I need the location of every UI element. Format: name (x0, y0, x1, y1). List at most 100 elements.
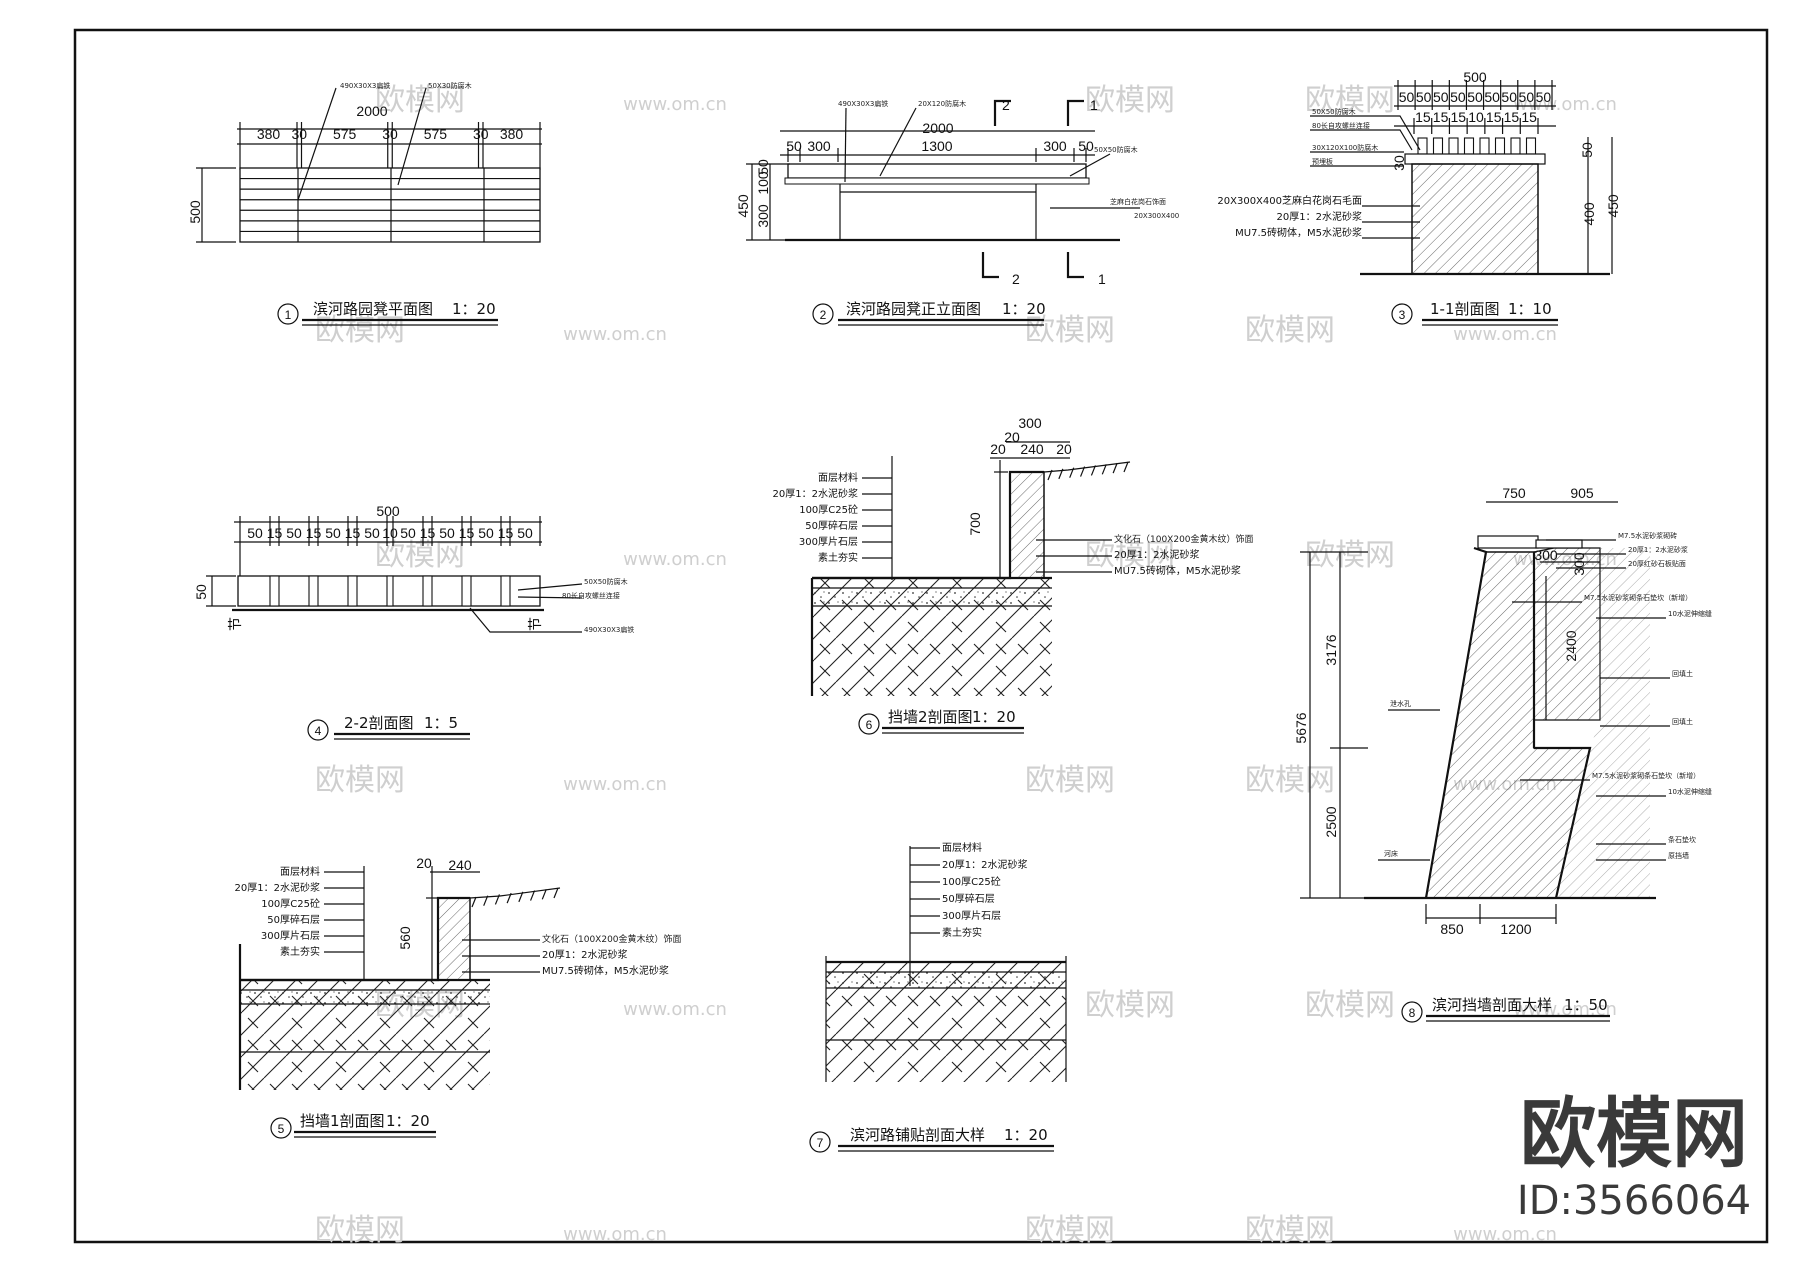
d2-mark-2a: 2 (1002, 97, 1010, 113)
d4-seg-10: 50 (439, 525, 455, 541)
d2-mark-1b: 1 (1098, 271, 1106, 287)
d3-label-4: 20X300X400芝麻白花岗石毛面 (1217, 194, 1362, 207)
d3-side-50: 50 (1579, 142, 1595, 158)
d6-wall-1: 20厚1：2水泥砂浆 (1114, 548, 1199, 561)
d8-label-7: M7.5水泥砂浆砌条石垫坎（新增） (1592, 771, 1700, 780)
d7-layer-5: 素土夯实 (942, 926, 982, 939)
watermark-3-0: 欧模网 (315, 763, 405, 798)
svg-text:8: 8 (1409, 1006, 1416, 1020)
drawing-5-caption: 5 挡墙1剖面图 1：20 (270, 1112, 436, 1139)
d4-seg-13: 15 (498, 525, 514, 541)
d4-seg-2: 50 (286, 525, 302, 541)
d1-seg-4: 575 (424, 126, 448, 142)
d8-label-bed: 河床 (1384, 849, 1398, 858)
watermark-1-4: www.om.cn (1453, 324, 1557, 345)
d7-layer-0: 面层材料 (942, 841, 982, 854)
drawing-4-caption: 4 2-2剖面图 1：5 (307, 714, 470, 741)
d2-side-2: 450 (735, 194, 751, 218)
svg-text:5: 5 (278, 1122, 285, 1136)
d5-layer-3: 50厚碎石层 (267, 913, 320, 926)
d7-layer-2: 100厚C25砼 (942, 875, 1001, 888)
d8-label-1: 20厚1：2水泥砂浆 (1628, 545, 1688, 554)
watermark-4-1: www.om.cn (623, 999, 727, 1020)
watermark-4-2: 欧模网 (1085, 988, 1175, 1023)
d8-label-9: 条石垫坎 (1668, 835, 1696, 844)
drawing-8-caption: 8 滨河挡墙剖面大样 1：50 (1401, 996, 1610, 1023)
d2-seg-0: 50 (786, 138, 802, 154)
d5-dim-20: 20 (416, 855, 432, 871)
d6-dim-side: 700 (967, 512, 983, 536)
d6-wall-0: 文化石（100X200金黄木纹）饰面 (1114, 533, 1254, 545)
watermark-3-1: www.om.cn (563, 774, 667, 795)
d7-layer-1: 20厚1：2水泥砂浆 (942, 858, 1027, 871)
d4-label-0: 50X50防腐木 (584, 577, 628, 586)
d3-seg-a-5: 50 (1484, 89, 1500, 105)
d6-dim-300: 300 (1018, 415, 1042, 431)
d2-title: 滨河路园凳正立面图 (846, 300, 981, 318)
watermark-1-2: 欧模网 (1025, 313, 1115, 348)
d2-mark-1a: 1 (1090, 97, 1098, 113)
d8-dim-1200: 1200 (1500, 921, 1531, 937)
watermark-1-3: 欧模网 (1245, 313, 1335, 348)
d5-wall-1: 20厚1：2水泥砂浆 (542, 948, 627, 961)
d5-wall-0: 文化石（100X200金黄木纹）饰面 (542, 933, 682, 945)
d3-side-30: 30 (1391, 155, 1407, 171)
watermark-4-3: 欧模网 (1305, 988, 1395, 1023)
d4-seg-3: 15 (306, 525, 322, 541)
drawing-6-wall-2-section: 300 20 20 240 20 700 面层材料20厚1：2水泥砂浆100厚C… (773, 415, 1254, 696)
d2-side-3: 300 (755, 204, 771, 228)
watermark-brand: 欧模网 (1520, 1089, 1748, 1178)
sheet-border (73, 28, 1769, 1244)
d3-seg-b-1: 15 (1433, 109, 1449, 125)
d8-label-0: M7.5水泥砂浆砌砖 (1618, 531, 1677, 540)
d8-dim-750: 750 (1502, 485, 1526, 501)
d4-seg-12: 50 (478, 525, 494, 541)
d2-dim-total: 2000 (922, 120, 953, 136)
d4-seg-14: 50 (517, 525, 533, 541)
d6-layer-3: 50厚碎石层 (805, 519, 858, 532)
d3-label-5: 20厚1：2水泥砂浆 (1277, 210, 1362, 223)
d4-title: 2-2剖面图 (344, 714, 414, 732)
d4-dim-side: 50 (193, 584, 209, 600)
d2-scale: 1：20 (1002, 300, 1046, 318)
d6-dim-20a: 20 (1004, 429, 1020, 445)
d3-title: 1-1剖面图 (1430, 300, 1500, 318)
d3-seg-a-6: 50 (1501, 89, 1517, 105)
svg-text:4: 4 (315, 724, 322, 738)
d5-scale: 1：20 (386, 1112, 430, 1130)
d4-scale: 1：5 (424, 714, 458, 732)
d3-seg-a-1: 50 (1416, 89, 1432, 105)
drawing-1-caption: 1 滨河路园凳平面图 1：20 (277, 300, 498, 326)
d1-label-1: 50X30防腐木 (428, 81, 472, 90)
d7-layer-4: 300厚片石层 (942, 909, 1001, 922)
d4-seg-5: 15 (345, 525, 361, 541)
d8-label-5: 回填土 (1672, 669, 1693, 678)
d8-dim-2400: 2400 (1563, 630, 1579, 661)
drawing-7-caption: 7 滨河路铺贴剖面大样 1：20 (809, 1126, 1054, 1153)
d1-seg-1: 30 (291, 126, 307, 142)
d1-seg-6: 380 (500, 126, 524, 142)
watermark-2-0: 欧模网 (375, 538, 465, 573)
d6-title: 挡墙2剖面图 (888, 708, 973, 726)
d8-label-8: 10水泥伸缩缝 (1668, 787, 1712, 796)
d3-seg-a-4: 50 (1467, 89, 1483, 105)
d4-seg-11: 15 (459, 525, 475, 541)
watermark-5-3: 欧模网 (1245, 1213, 1335, 1248)
d2-label-2: 50X50防腐木 (1094, 145, 1138, 154)
d5-wall-2: MU7.5砖砌体，M5水泥砂浆 (542, 964, 669, 977)
d6-dim-20c: 20 (1056, 441, 1072, 457)
d1-seg-3: 30 (382, 126, 398, 142)
d6-layer-1: 20厚1：2水泥砂浆 (773, 487, 858, 500)
d3-side-450: 450 (1605, 194, 1621, 218)
d8-dim-300a: 300 (1534, 547, 1558, 563)
watermark-5-4: www.om.cn (1453, 1224, 1557, 1245)
drawing-5-wall-1-section: 20 240 560 面层材料20厚1：2水泥砂浆100厚C25砼50厚碎石层3… (235, 855, 682, 1090)
drawing-3-caption: 3 1-1剖面图 1：10 (1391, 300, 1558, 326)
d4-seg-0: 50 (247, 525, 263, 541)
d8-dim-850: 850 (1440, 921, 1464, 937)
d3-seg-a-8: 50 (1536, 89, 1552, 105)
d3-dim-total: 500 (1463, 69, 1487, 85)
